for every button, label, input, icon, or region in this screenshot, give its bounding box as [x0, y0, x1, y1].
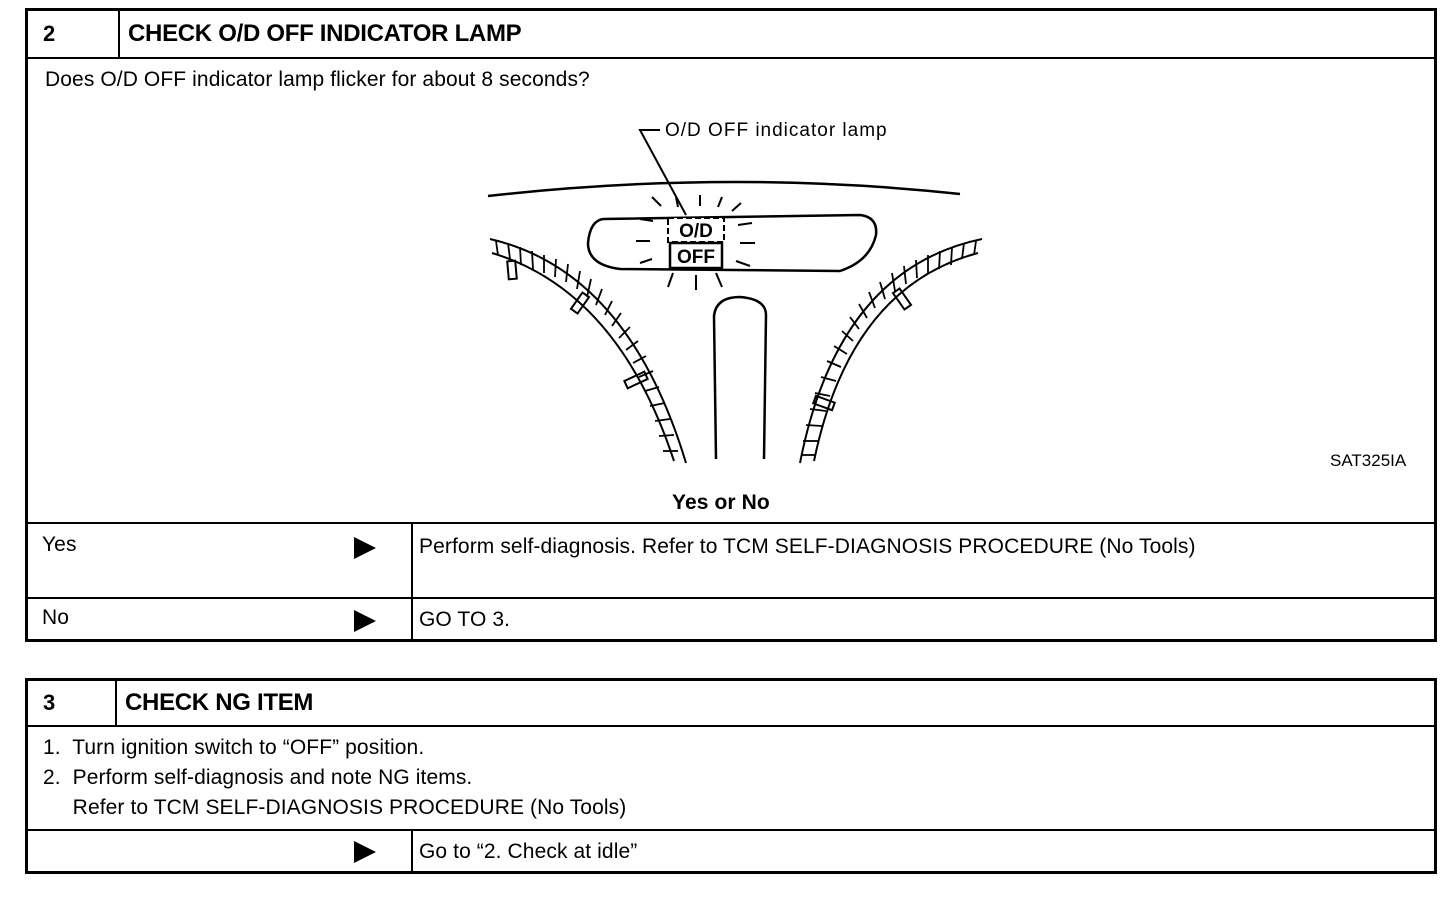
divider: [28, 522, 1434, 524]
callout-leader-line: [638, 129, 687, 216]
od-off-lamp-icon: O/D OFF: [636, 195, 755, 290]
right-triangle-arrow-icon: [354, 537, 376, 559]
step-number: 3: [28, 681, 117, 725]
answer-no-action: GO TO 3.: [419, 608, 511, 631]
answer-no-label: No: [42, 606, 70, 629]
instruction-line-3: Refer to TCM SELF-DIAGNOSIS PROCEDURE (N…: [43, 796, 627, 819]
od-off-lamp-figure: O/D OFF indicator lamp O/D OFF: [487, 120, 1407, 470]
instruction-line-2: 2. Perform self-diagnosis and note NG it…: [43, 766, 473, 789]
column-divider: [411, 522, 413, 642]
lamp-text-top: O/D: [679, 221, 713, 242]
figure-code: SAT325IA: [1330, 451, 1407, 470]
answer-yes-label: Yes: [42, 533, 77, 556]
row-divider: [28, 597, 1434, 599]
yes-or-no-prompt: Yes or No: [672, 491, 770, 514]
right-triangle-arrow-icon: [354, 610, 376, 632]
meter-hood: [586, 213, 878, 273]
instruction-line-1: 1. Turn ignition switch to “OFF” positio…: [43, 736, 425, 759]
step-2-header: 2 CHECK O/D OFF INDICATOR LAMP: [28, 11, 1434, 59]
dashboard-top-curve: [487, 180, 961, 198]
step-2-table: 2 CHECK O/D OFF INDICATOR LAMP Does O/D …: [25, 8, 1437, 642]
divider: [28, 829, 1434, 831]
right-gauge-scale: [799, 238, 983, 464]
result-action: Go to “2. Check at idle”: [419, 840, 638, 863]
step-title: CHECK O/D OFF INDICATOR LAMP: [128, 20, 522, 47]
step-3-table: 3 CHECK NG ITEM 1. Turn ignition switch …: [25, 678, 1437, 874]
step-title: CHECK NG ITEM: [125, 689, 314, 716]
answer-yes-action: Perform self-diagnosis. Refer to TCM SEL…: [419, 535, 1196, 558]
left-gauge-scale: [489, 238, 687, 464]
callout-label: O/D OFF indicator lamp: [665, 120, 888, 141]
steering-column: [712, 295, 768, 460]
step-3-header: 3 CHECK NG ITEM: [28, 681, 1434, 727]
step-question: Does O/D OFF indicator lamp flicker for …: [45, 68, 590, 91]
lamp-text-bottom: OFF: [677, 247, 715, 268]
step-number: 2: [28, 11, 120, 57]
right-triangle-arrow-icon: [354, 841, 376, 863]
column-divider: [411, 829, 413, 871]
